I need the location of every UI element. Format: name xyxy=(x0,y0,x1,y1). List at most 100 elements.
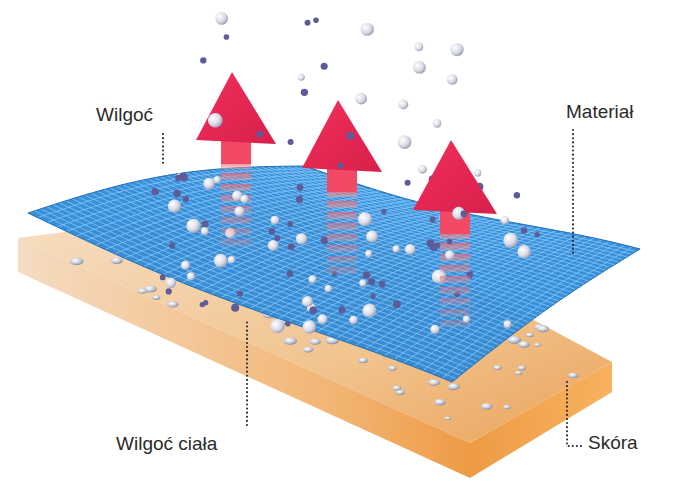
mesh-line xyxy=(327,228,541,336)
drop-body xyxy=(303,347,313,353)
moisture-bubble xyxy=(370,294,375,299)
moisture-bubble xyxy=(503,233,518,248)
arrow-tail-stripe xyxy=(327,234,357,241)
moisture-bubble xyxy=(405,180,411,186)
drop-body xyxy=(283,337,297,345)
mesh-line xyxy=(423,243,617,370)
moisture-bubble xyxy=(270,216,279,225)
moisture-bubble xyxy=(393,245,400,252)
moisture-bubble xyxy=(430,325,439,334)
leader-line xyxy=(572,130,574,256)
drop-body xyxy=(392,386,401,391)
moisture-bubble xyxy=(203,178,215,190)
moisture-bubble xyxy=(501,216,509,224)
arrow-tail-stripe xyxy=(327,256,357,263)
mesh-line xyxy=(404,240,602,363)
drop-body xyxy=(515,371,522,375)
moisture-bubble xyxy=(461,210,468,217)
moisture-bubble xyxy=(213,176,220,183)
moisture-bubbles xyxy=(166,12,470,334)
moisture-bubble xyxy=(215,12,228,25)
mesh-line xyxy=(198,171,567,295)
moisture-bubble xyxy=(321,63,328,70)
drop-body xyxy=(144,286,156,293)
sweat-drop xyxy=(358,358,368,363)
moisture-bubble xyxy=(303,320,317,334)
moisture-bubble xyxy=(430,217,436,223)
moisture-bubble xyxy=(151,188,158,195)
arrow-head xyxy=(413,140,497,214)
moisture-bubble xyxy=(285,321,290,326)
mesh-line xyxy=(375,235,579,352)
arrow-head xyxy=(302,100,382,172)
drop-body xyxy=(518,341,530,348)
moisture-bubble xyxy=(231,304,239,312)
moisture-bubble xyxy=(325,285,332,292)
part-label: Skóra xyxy=(588,432,638,455)
moisture-bubble xyxy=(346,132,354,140)
moisture-bubble xyxy=(535,232,540,237)
sweat-drop xyxy=(303,347,313,353)
sweat-drop xyxy=(434,399,446,405)
mesh-line xyxy=(279,221,503,319)
part-label: Wilgoć xyxy=(96,104,153,127)
moisture-bubble xyxy=(256,131,263,138)
moisture-bubble xyxy=(398,135,412,149)
arrow-tail-stripe xyxy=(221,239,251,246)
mesh-line xyxy=(394,238,594,359)
mesh-line xyxy=(442,247,632,378)
mesh-line xyxy=(211,170,576,290)
moisture-bubble xyxy=(214,254,228,268)
moisture-bubble xyxy=(309,306,317,314)
moisture-bubble xyxy=(308,275,316,283)
drop-body xyxy=(448,383,460,390)
leader-line xyxy=(567,382,582,446)
arrow-tail-stripe xyxy=(221,184,251,191)
moisture-bubble xyxy=(301,89,308,96)
sweat-drop xyxy=(568,373,578,378)
fabric-mesh xyxy=(28,166,640,382)
moisture-bubble xyxy=(297,184,304,191)
sweat-drop xyxy=(152,295,160,300)
moisture-bubble xyxy=(288,243,295,250)
moisture-bubble xyxy=(182,261,190,269)
mesh-line xyxy=(317,226,533,332)
moisture-bubble xyxy=(203,300,208,305)
mesh-line xyxy=(221,212,458,298)
sweat-drop xyxy=(518,341,530,348)
evaporation-arrow xyxy=(196,72,276,246)
mesh-line xyxy=(229,168,588,281)
drop-body xyxy=(503,405,511,409)
moisture-bubble xyxy=(200,57,206,63)
evaporation-arrow xyxy=(302,100,382,274)
moisture-bubble xyxy=(361,23,374,36)
moisture-bubble xyxy=(305,20,311,26)
moisture-bubble xyxy=(228,256,236,264)
moisture-bubble xyxy=(365,250,372,257)
drop-body xyxy=(152,295,160,300)
mesh-line xyxy=(217,169,580,286)
sweat-drop xyxy=(448,383,460,390)
mesh-line xyxy=(236,168,593,278)
arrow-head xyxy=(196,72,276,144)
mesh-line xyxy=(223,169,584,284)
moisture-bubble xyxy=(173,190,181,198)
moisture-bubble xyxy=(447,74,458,85)
drop-body xyxy=(534,343,541,347)
moisture-bubble xyxy=(313,18,319,24)
arrow-tail-stripe xyxy=(440,287,470,294)
drop-body xyxy=(70,258,84,266)
mesh-line xyxy=(95,184,358,245)
moisture-bubble xyxy=(240,195,248,203)
sweat-drop xyxy=(526,333,534,337)
drop-body xyxy=(481,403,493,409)
mesh-line xyxy=(211,210,450,294)
moisture-bubble xyxy=(160,275,166,281)
moisture-bubble xyxy=(337,163,343,169)
moisture-bubble xyxy=(359,280,366,287)
moisture-bubble xyxy=(338,306,345,313)
skin-side xyxy=(470,362,612,478)
sweat-drop xyxy=(444,416,451,420)
sweat-drop xyxy=(70,258,84,266)
